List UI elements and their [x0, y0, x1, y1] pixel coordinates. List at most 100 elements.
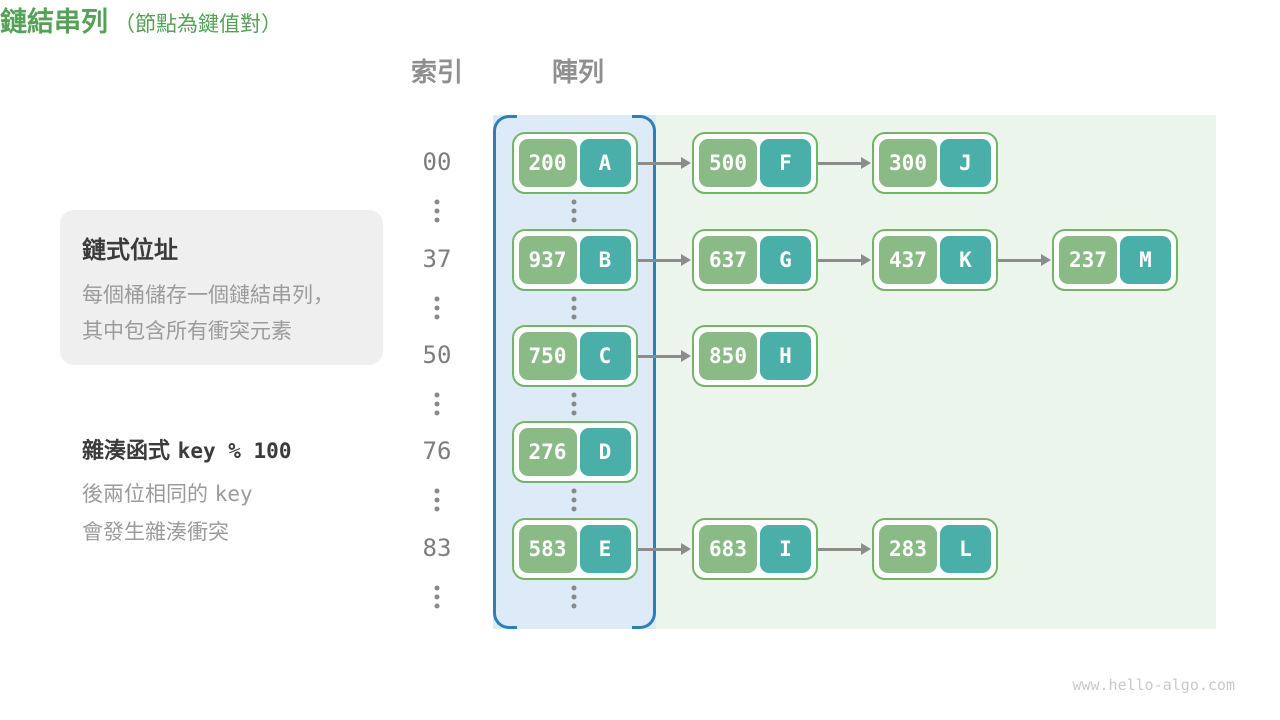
dot: [571, 594, 577, 600]
arrow-right-icon: [818, 543, 871, 555]
dot: [434, 410, 440, 416]
index-label: 50: [422, 341, 452, 369]
ellipsis-dots: [434, 392, 440, 416]
dot: [434, 199, 440, 205]
plain-text: 會發生雜湊衝突: [82, 520, 229, 544]
dot: [434, 217, 440, 223]
index-label: 76: [422, 437, 452, 465]
info-box-body: 每個桶儲存一個鏈結串列， 其中包含所有衝突元素: [82, 277, 361, 349]
pair-value: A: [579, 139, 631, 187]
dot: [571, 217, 577, 223]
pair-key: 283: [879, 525, 937, 573]
dot: [434, 296, 440, 302]
dot: [434, 401, 440, 407]
pair-key: 937: [518, 236, 577, 284]
dot: [434, 506, 440, 512]
ellipsis-dots: [434, 585, 440, 609]
index-label: 00: [422, 148, 452, 176]
dot: [434, 305, 440, 311]
arrow-right-icon: [818, 157, 871, 169]
pair-value: J: [940, 139, 991, 187]
index-column-header: 索引: [410, 58, 463, 88]
chaining-info-box: 鏈式位址 每個桶儲存一個鏈結串列， 其中包含所有衝突元素: [60, 210, 383, 365]
watermark: www.hello-algo.com: [1072, 676, 1235, 694]
pair-key: 683: [699, 525, 757, 573]
dot: [434, 594, 440, 600]
dot: [434, 497, 440, 503]
pair-value: L: [940, 525, 991, 573]
pair-value: D: [579, 428, 631, 476]
hash-function-body: 後兩位相同的 key 會發生雜湊衝突: [82, 475, 291, 551]
pair-value: I: [760, 525, 811, 573]
pair-key: 437: [879, 236, 937, 284]
hash-function-title: 雜湊函式 key % 100: [82, 433, 291, 465]
ellipsis-dots: [571, 199, 577, 223]
dot: [571, 199, 577, 205]
ellipsis-dots: [434, 296, 440, 320]
linked-list-column-header: 鏈結串列 （節點為鍵值對）: [0, 0, 1280, 39]
dot: [571, 208, 577, 214]
arrow-right-icon: [637, 543, 691, 555]
pair-value: G: [760, 236, 811, 284]
ellipsis-dots: [571, 585, 577, 609]
pair-value: M: [1120, 236, 1171, 284]
linked-list-header-note: （節點為鍵值對）: [114, 12, 282, 36]
linked-list-header-label: 鏈結串列: [0, 7, 108, 38]
dot: [571, 410, 577, 416]
dot: [571, 585, 577, 591]
code-text: key: [214, 482, 253, 506]
array-bracket-right: [632, 115, 656, 629]
dot: [434, 603, 440, 609]
dot: [571, 603, 577, 609]
ellipsis-dots: [571, 296, 577, 320]
pair-key: 637: [699, 236, 757, 284]
pair-value: K: [940, 236, 991, 284]
arrow-right-icon: [998, 254, 1051, 266]
dot: [571, 401, 577, 407]
dot: [571, 296, 577, 302]
pair-value: H: [760, 332, 811, 380]
dot: [434, 585, 440, 591]
pair-value: B: [579, 236, 631, 284]
dot: [434, 488, 440, 494]
arrow-right-icon: [818, 254, 871, 266]
pair-value: E: [579, 525, 631, 573]
ellipsis-dots: [571, 392, 577, 416]
arrow-right-icon: [637, 350, 691, 362]
info-box-line: 其中包含所有衝突元素: [82, 319, 292, 343]
hash-function-line: 會發生雜湊衝突: [82, 513, 291, 551]
dot: [434, 208, 440, 214]
hash-function-line: 後兩位相同的 key: [82, 475, 291, 513]
pair-key: 500: [699, 139, 757, 187]
pair-value: F: [760, 139, 811, 187]
ellipsis-dots: [571, 488, 577, 512]
plain-text: 後兩位相同的: [82, 482, 215, 506]
dot: [571, 305, 577, 311]
dot: [571, 488, 577, 494]
info-box-line: 每個桶儲存一個鏈結串列，: [82, 283, 334, 307]
dot: [571, 314, 577, 320]
array-column-header: 陣列: [551, 58, 604, 88]
dot: [434, 314, 440, 320]
arrow-right-icon: [637, 254, 691, 266]
pair-key: 583: [518, 525, 577, 573]
info-box-title: 鏈式位址: [82, 236, 178, 264]
pair-key: 276: [518, 428, 577, 476]
pair-key: 200: [518, 139, 577, 187]
dot: [571, 497, 577, 503]
arrow-right-icon: [637, 157, 691, 169]
pair-key: 300: [879, 139, 937, 187]
dot: [571, 506, 577, 512]
